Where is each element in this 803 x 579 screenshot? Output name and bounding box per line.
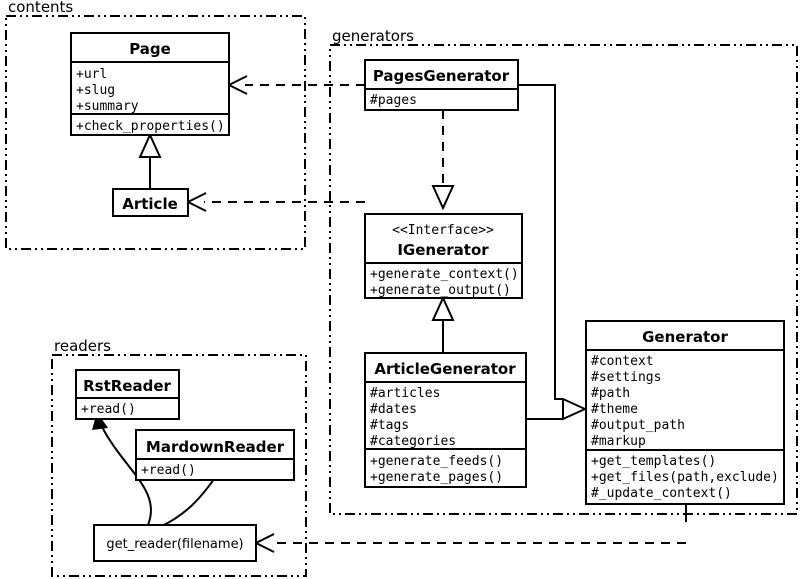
class-box-page[interactable]: Page +url +slug +summary +check_properti…	[70, 32, 230, 136]
package-label-readers: readers	[54, 337, 111, 355]
class-method-articlegenerator-0: +generate_feeds()	[370, 454, 503, 469]
package-contents-boundary	[5, 15, 306, 250]
class-attr-generator-2: #path	[591, 386, 630, 401]
class-box-pagesgenerator[interactable]: PagesGenerator #pages	[364, 59, 519, 111]
class-title-igenerator: IGenerator	[397, 241, 489, 259]
class-attr-generator-1: #settings	[591, 370, 661, 385]
class-attr-articlegenerator-3: #categories	[370, 434, 456, 449]
relation-generator-to-getreader	[253, 504, 687, 553]
class-title-articlegenerator: ArticleGenerator	[374, 360, 516, 378]
relation-pagesgenerator-to-igenerator	[431, 110, 455, 211]
class-attr-generator-4: #output_path	[591, 418, 685, 433]
class-title-generator: Generator	[642, 328, 728, 346]
class-method-igenerator-1: +generate_output()	[370, 283, 511, 298]
relation-article-to-page	[138, 132, 162, 190]
package-readers-boundary	[51, 354, 307, 577]
class-attr-generator-3: #theme	[591, 402, 638, 417]
class-method-articlegenerator-1: +generate_pages()	[370, 470, 503, 485]
class-attr-generator-5: #markup	[591, 434, 646, 449]
class-method-rstreader-0: +read()	[81, 402, 136, 417]
class-title-mardownreader: MardownReader	[146, 438, 285, 456]
class-attr-page-0: +url	[76, 67, 107, 82]
class-box-getreader[interactable]: get_reader(filename)	[93, 524, 257, 562]
class-title-page: Page	[129, 40, 171, 58]
class-box-igenerator[interactable]: <<Interface>> IGenerator +generate_conte…	[364, 213, 523, 299]
relation-pagesgenerator-to-page	[226, 75, 365, 95]
class-method-page-0: +check_properties()	[76, 119, 225, 134]
class-attr-articlegenerator-1: #dates	[370, 402, 417, 417]
package-label-generators: generators	[332, 27, 414, 45]
function-label-getreader: get_reader(filename)	[106, 537, 243, 552]
class-box-rstreader[interactable]: RstReader +read()	[75, 369, 180, 420]
class-method-generator-2: #_update_context()	[591, 486, 732, 501]
class-attr-generator-0: #context	[591, 354, 654, 369]
class-stereotype-igenerator: <<Interface>>	[392, 223, 494, 238]
relation-articlegenerator-to-article	[185, 192, 365, 212]
class-method-generator-0: +get_templates()	[591, 454, 716, 469]
class-method-mardownreader-0: +read()	[141, 463, 196, 478]
class-attr-page-2: +summary	[76, 99, 139, 114]
relation-articlegenerator-to-igenerator	[431, 295, 455, 355]
class-box-articlegenerator[interactable]: ArticleGenerator #articles #dates #tags …	[364, 352, 527, 488]
class-method-generator-1: +get_files(path,exclude)	[591, 470, 779, 485]
class-attr-pagesgenerator-0: #pages	[370, 93, 417, 108]
class-attr-page-1: +slug	[76, 83, 115, 98]
class-attr-articlegenerator-0: #articles	[370, 386, 440, 401]
class-attr-articlegenerator-2: #tags	[370, 418, 409, 433]
class-title-article: Article	[122, 195, 178, 213]
package-label-contents: contents	[8, 0, 73, 16]
class-box-generator[interactable]: Generator #context #settings #path #them…	[585, 320, 785, 505]
class-box-article[interactable]: Article	[112, 188, 189, 217]
relation-pagesgenerator-to-generator	[518, 84, 588, 421]
class-box-mardownreader[interactable]: MardownReader +read()	[135, 429, 295, 481]
class-title-rstreader: RstReader	[83, 377, 171, 395]
class-method-igenerator-0: +generate_context()	[370, 267, 519, 282]
class-title-pagesgenerator: PagesGenerator	[373, 67, 510, 85]
